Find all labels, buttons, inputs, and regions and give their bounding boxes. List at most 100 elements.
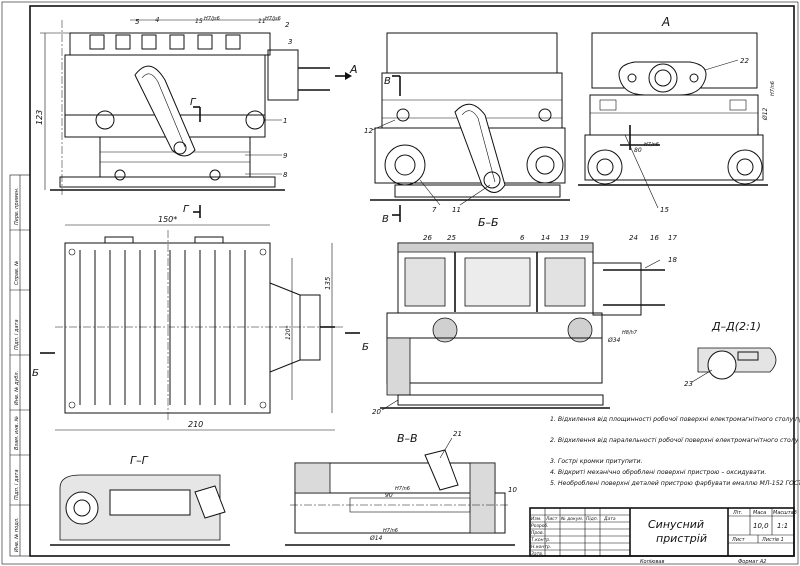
fit-15-tol: H7/js6 [204,16,220,22]
tb-sheets: Листів 1 [761,537,784,543]
stamp-sign-date-1: Підп. і дата [14,319,20,350]
callout-17: 17 [668,234,677,242]
callout-9: 9 [283,152,288,160]
tb-role-approve: Затв. [531,551,543,557]
tb-row-sign: Підп. [586,516,598,522]
callout-5: 5 [135,18,140,26]
tb-role-ncontr: Н.контр. [531,544,551,550]
tb-mass: 10,0 [753,522,769,530]
callout-3: 3 [288,38,292,46]
stamp-dup-inv: Инв. № дубл. [14,371,20,405]
mark-a: А [349,63,358,76]
tb-scale-h: Масштаб [773,510,797,516]
mark-b-left: Б [32,368,39,379]
fit-34-tol: H8/h7 [622,330,638,336]
side-view: В В 12 7 11 [364,32,570,225]
side-stamp: Перв. примен. Справ. № Підп. і дата Инв.… [9,174,31,557]
stamp-sign-date-2: Підп. і дата [14,469,20,500]
mark-g-bottom: Г [183,204,190,215]
section-gg: Г–Г [50,454,230,546]
note-3: 3. Гострі кромки притупити. [550,457,643,465]
note-2: 2. Відхилення від паралельності робочої … [550,436,800,444]
tb-role-tcontr: Т.контр. [531,537,551,543]
tb-format: Формат А2 [738,559,766,565]
tb-role-dev: Розроб. [531,523,549,529]
callout-18: 18 [668,256,677,264]
mark-v-bottom: В [382,214,389,225]
section-bb: Б–Б 26 25 6 14 13 19 24 16 17 18 Ø34 H8/… [372,216,677,416]
tb-name-line1: Синусний [648,518,704,531]
callout-23: 23 [684,380,693,388]
callout-4: 4 [155,16,159,24]
fit-14-tol: H7/n6 [383,528,398,534]
mark-v-top: В [384,76,391,87]
callout-1: 1 [283,117,287,125]
detail-dd: Д–Д(2:1) 23 [684,320,777,388]
tb-sheet: Лист [731,537,746,543]
callout-2: 2 [285,21,290,29]
callout-22: 22 [740,57,749,65]
callout-8: 8 [283,171,288,179]
callout-16: 16 [650,234,659,242]
fit-12-tol: H7/n6 [770,81,776,96]
fit-34: Ø34 [607,337,621,344]
tb-row-sheet: Лист [545,516,558,522]
dim-210: 210 [188,420,203,429]
note-4: 4. Відкриті механічно оброблені поверхні… [550,468,766,476]
callout-14: 14 [541,234,550,242]
fit-90-tol: H7/n6 [395,486,410,492]
callout-15: 15 [660,206,669,214]
tb-mass-h: Маса [753,510,766,516]
callout-11: 11 [452,206,461,214]
section-gg-title: Г–Г [130,454,149,467]
front-view: 123 5 4 15 H7/js6 11 H7/js6 2 3 1 9 8 А … [35,16,358,218]
stamp-orig-inv: Инв. № подл. [14,518,20,553]
fit-11: 11 [258,18,266,25]
plan-view: 150* 210 135 120* Б Б [32,215,369,431]
note-1: 1. Відхилення від площинності робочої по… [550,415,800,423]
callout-10: 10 [508,486,517,494]
dim-150: 150* [158,215,177,224]
fit-90: 90 [385,492,393,499]
view-a: А 22 Ø12 H7/n6 80 H7/n6 15 [578,15,776,214]
stamp-ref-no: Справ. № [14,261,20,285]
tb-row-change: Изм. [531,516,542,522]
dim-123: 123 [35,110,44,125]
section-bb-title: Б–Б [478,216,499,229]
stamp-repl-inv: Взам. инв. № [14,416,20,450]
detail-dd-title: Д–Д(2:1) [711,320,761,333]
fit-14: Ø14 [369,535,383,542]
dim-135: 135 [324,276,332,290]
fit-15: 15 [195,18,203,25]
mark-b-right: Б [362,342,369,353]
technical-notes: 1. Відхилення від площинності робочої по… [550,415,800,487]
tb-row-docno: № докум. [560,516,583,522]
callout-24: 24 [629,234,638,242]
tb-copied: Копіював [640,559,664,565]
dim-120: 120* [285,326,292,340]
callout-26: 26 [423,234,432,242]
tb-role-check: Пров. [531,530,544,536]
callout-19: 19 [580,234,589,242]
tb-row-date: Дата [603,516,616,522]
note-5: 5. Необроблені поверхні деталей пристрою… [550,479,800,487]
stamp-first-use: Перв. примен. [14,187,20,225]
callout-13: 13 [560,234,569,242]
callout-25: 25 [447,234,456,242]
tb-lit: Літ. [732,510,743,516]
fit-80-tol: H7/n6 [644,142,659,148]
callout-21-vv: 21 [453,430,462,438]
fit-12: Ø12 [762,107,769,121]
mark-g-top: Г [190,97,197,108]
tb-scale: 1:1 [777,522,788,530]
section-vv: В–В 21 10 90 H7/n6 Ø14 H7/n6 [285,430,517,546]
callout-12: 12 [364,127,373,135]
callout-20: 20 [372,408,381,416]
title-block: Изм. Лист № докум. Підп. Дата Розроб. Пр… [529,507,797,565]
tb-name-line2: пристрій [656,532,707,545]
section-vv-title: В–В [397,432,418,445]
view-a-title: А [661,15,670,29]
